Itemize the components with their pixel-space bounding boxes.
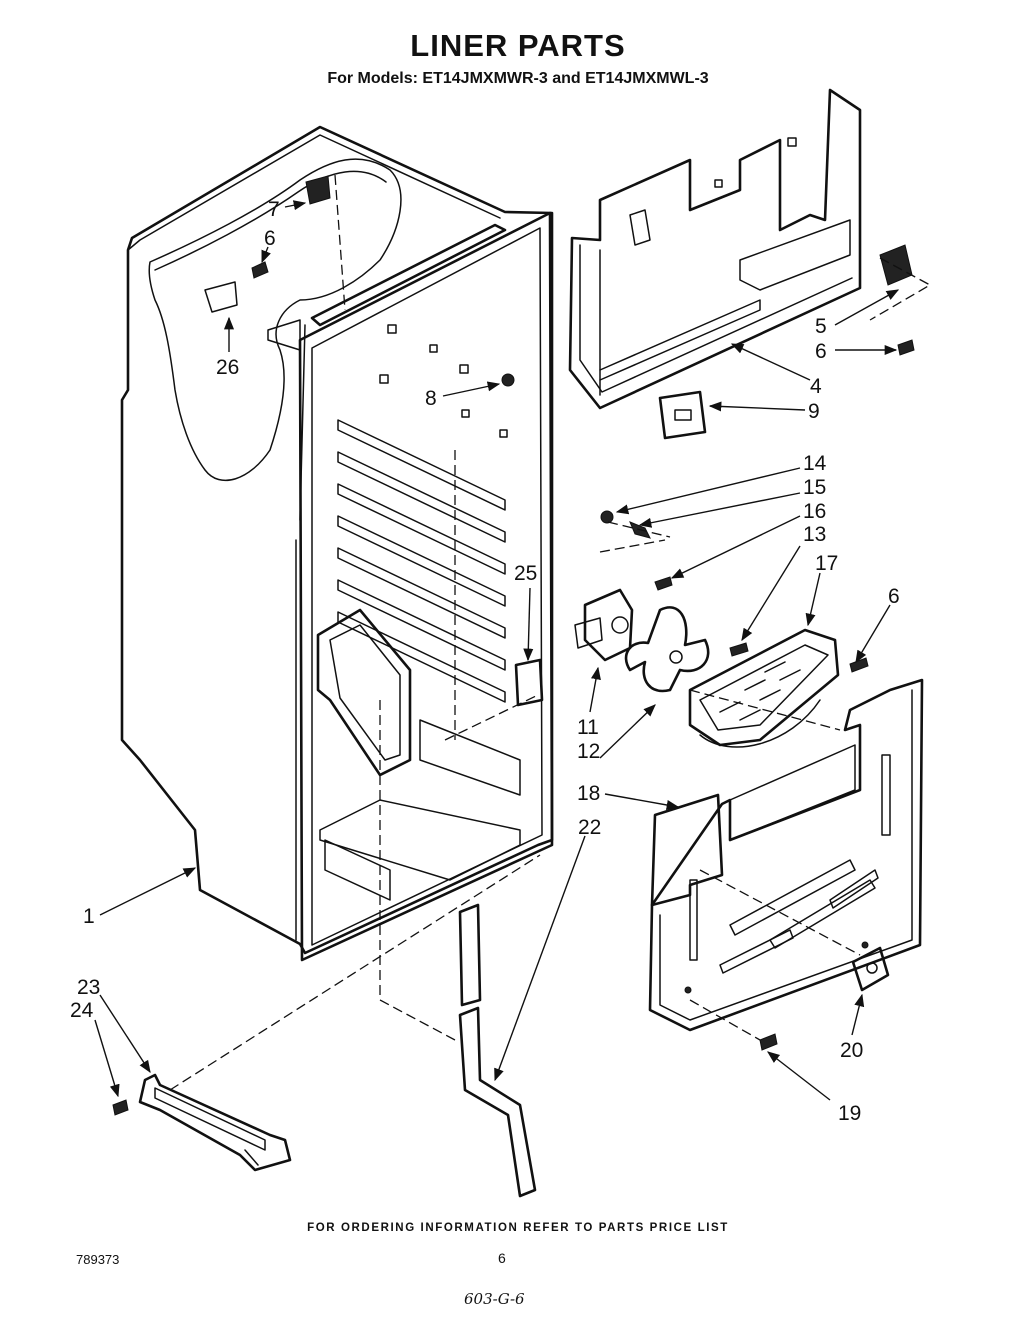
callout-18: 18 bbox=[577, 782, 600, 805]
callout-19: 19 bbox=[838, 1102, 861, 1125]
callout-25: 25 bbox=[514, 562, 537, 585]
model-subtitle: For Models: ET14JMXMWR-3 and ET14JMXMWL-… bbox=[327, 70, 709, 87]
fan-shroud-part bbox=[688, 628, 840, 748]
callout-20: 20 bbox=[840, 1039, 863, 1062]
callout-13: 13 bbox=[803, 523, 826, 546]
callout-6b: 6 bbox=[264, 227, 276, 250]
document-number: 789373 bbox=[76, 1252, 120, 1267]
page-number: 6 bbox=[498, 1250, 506, 1266]
mounting-plate-part bbox=[851, 946, 890, 992]
callout-24: 24 bbox=[70, 999, 94, 1022]
callout-leaders bbox=[94, 200, 900, 1101]
fastener-parts bbox=[112, 175, 915, 1116]
cabinet-liner-part bbox=[120, 125, 554, 962]
callout-4: 4 bbox=[810, 375, 822, 398]
page-title: LINER PARTS bbox=[410, 28, 626, 63]
callout-11: 11 bbox=[577, 716, 599, 739]
callout-1: 1 bbox=[83, 905, 95, 928]
callout-22: 22 bbox=[578, 816, 601, 839]
lower-rear-panel-part bbox=[648, 678, 924, 1032]
fan-motor-assembly bbox=[574, 588, 710, 693]
base-rail-part bbox=[138, 1073, 292, 1172]
upper-rear-panel-part bbox=[568, 88, 913, 410]
handwritten-code: 603-G-6 bbox=[464, 1290, 525, 1308]
callout-numbers: 1 4 5 6 6 6 7 8 9 11 12 13 14 15 16 17 1… bbox=[70, 198, 900, 1125]
callout-16: 16 bbox=[803, 500, 826, 523]
callout-14: 14 bbox=[803, 452, 827, 475]
callout-6a: 6 bbox=[815, 340, 827, 363]
assembly-dash-lines bbox=[169, 174, 932, 1091]
callout-26: 26 bbox=[216, 356, 239, 379]
ordering-info-note: FOR ORDERING INFORMATION REFER TO PARTS … bbox=[307, 1222, 729, 1234]
callout-7: 7 bbox=[268, 198, 280, 221]
callout-8: 8 bbox=[425, 387, 437, 410]
callout-23: 23 bbox=[77, 976, 100, 999]
callout-5: 5 bbox=[815, 315, 827, 338]
callout-9: 9 bbox=[808, 400, 820, 423]
label-plate-part bbox=[514, 658, 544, 707]
divider-trim-part bbox=[458, 903, 537, 1198]
callout-17: 17 bbox=[815, 552, 838, 575]
callout-12: 12 bbox=[577, 740, 600, 763]
grommet-part bbox=[658, 390, 707, 440]
callout-6c: 6 bbox=[888, 585, 900, 608]
callout-15: 15 bbox=[803, 476, 826, 499]
